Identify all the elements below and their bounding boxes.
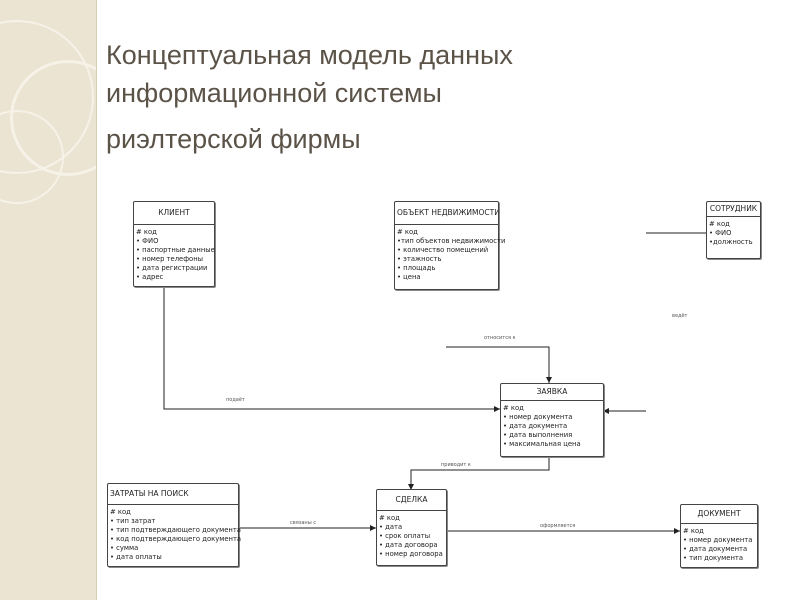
- arrowhead: [370, 525, 376, 531]
- entity-attribute: •должность: [709, 238, 753, 246]
- relation-label: подаёт: [226, 397, 245, 403]
- attribute-list: # код• дата• срок оплаты• дата договора•…: [377, 511, 446, 559]
- entity-request[interactable]: ЗАЯВКА # код• номер документа• дата доку…: [500, 383, 604, 457]
- entity-title: СОТРУДНИК: [707, 202, 760, 217]
- entity-attribute: • паспортные данные: [136, 246, 215, 254]
- entity-title: СДЕЛКА: [377, 490, 446, 511]
- entity-document[interactable]: ДОКУМЕНТ # код• номер документа• дата до…: [680, 504, 758, 568]
- connector-property-request: [446, 346, 550, 383]
- entity-attribute: • адрес: [136, 273, 164, 281]
- relation-label: оформляется: [540, 523, 576, 529]
- connector-request-deal: [410, 457, 550, 490]
- attribute-list: # код• ФИО• паспортные данные• номер тел…: [134, 225, 215, 282]
- entity-attribute: # код: [379, 514, 400, 522]
- entity-employee[interactable]: СОТРУДНИК # код• ФИО•должность: [706, 201, 761, 259]
- entity-attribute: • тип подтверждающего документа: [110, 526, 241, 534]
- entity-client[interactable]: КЛИЕНТ # код• ФИО• паспортные данные• но…: [133, 201, 215, 287]
- entity-attribute: •тип объектов недвижимости: [397, 237, 506, 245]
- entity-attribute: • код подтверждающего документа: [110, 535, 242, 543]
- entity-attribute: # код: [136, 228, 157, 236]
- arrowhead: [408, 484, 414, 490]
- entity-attribute: • дата документа: [683, 545, 748, 553]
- entity-attribute: • дата оплаты: [110, 553, 162, 561]
- entity-attribute: • дата документа: [503, 422, 568, 430]
- attribute-list: # код• ФИО•должность: [707, 217, 760, 247]
- attribute-list: # код•тип объектов недвижимости• количес…: [395, 225, 506, 282]
- entity-attribute: • тип затрат: [110, 517, 156, 525]
- arrowhead: [546, 377, 552, 383]
- entity-attribute: # код: [397, 228, 418, 236]
- entity-attribute: • номер телефоны: [136, 255, 204, 263]
- attribute-list: # код• номер документа• дата документа• …: [681, 524, 757, 563]
- entity-attribute: • тип документа: [683, 554, 744, 562]
- entity-deal[interactable]: СДЕЛКА # код• дата• срок оплаты• дата до…: [376, 489, 447, 566]
- entity-attribute: • дата выполнения: [503, 431, 573, 439]
- entity-attribute: • дата договора: [379, 541, 438, 549]
- sidebar-divider: [96, 0, 97, 600]
- arrowhead: [603, 408, 609, 414]
- connector-client-request: [163, 288, 500, 410]
- relation-label: ведёт: [672, 313, 688, 319]
- entity-attribute: • ФИО: [136, 237, 159, 245]
- title-line-3: риэлтерской фирмы: [106, 124, 361, 154]
- entity-title: ЗАТРАТЫ НА ПОИСК: [108, 484, 238, 505]
- title-line-1: Концептуальная модель данных: [106, 40, 513, 70]
- entity-attribute: • сумма: [110, 544, 139, 552]
- arrowhead: [674, 528, 680, 534]
- title-line-2: информационной системы: [106, 78, 442, 108]
- entity-attribute: • цена: [397, 273, 421, 281]
- entity-title: ДОКУМЕНТ: [681, 505, 757, 524]
- entity-attribute: • номер договора: [379, 550, 443, 558]
- entity-title: ОБЪЕКТ НЕДВИЖИМОСТИ: [395, 202, 498, 225]
- entity-attribute: # код: [110, 508, 131, 516]
- entity-attribute: • дата регистрации: [136, 264, 208, 272]
- entity-attribute: • номер документа: [503, 413, 573, 421]
- entity-attribute: • максимальная цена: [503, 440, 581, 448]
- entity-attribute: # код: [683, 527, 704, 535]
- entity-title: ЗАЯВКА: [501, 384, 603, 401]
- relation-label: приводит к: [441, 462, 471, 468]
- arrowhead: [494, 406, 500, 412]
- entity-attribute: • ФИО: [709, 229, 732, 237]
- decorative-sidebar: [0, 0, 96, 600]
- entity-search-costs[interactable]: ЗАТРАТЫ НА ПОИСК # код• тип затрат• тип …: [107, 483, 242, 567]
- entity-attribute: • срок оплаты: [379, 532, 431, 540]
- entity-attribute: • количество помещений: [397, 246, 489, 254]
- attribute-list: # код• тип затрат• тип подтверждающего д…: [108, 505, 242, 562]
- relation-label: связаны с: [290, 520, 316, 526]
- attribute-list: # код• номер документа• дата документа• …: [501, 401, 603, 449]
- entity-attribute: • площадь: [397, 264, 436, 272]
- entity-title: КЛИЕНТ: [134, 202, 214, 225]
- entity-attribute: • этажность: [397, 255, 442, 263]
- entity-attribute: # код: [709, 220, 730, 228]
- relation-label: относится к: [484, 335, 516, 341]
- slide-title: Концептуальная модель данных информацион…: [106, 36, 766, 158]
- entity-attribute: # код: [503, 404, 524, 412]
- entity-property[interactable]: ОБЪЕКТ НЕДВИЖИМОСТИ # код•тип объектов н…: [394, 201, 506, 290]
- entity-attribute: • номер документа: [683, 536, 753, 544]
- entity-attribute: • дата: [379, 523, 403, 531]
